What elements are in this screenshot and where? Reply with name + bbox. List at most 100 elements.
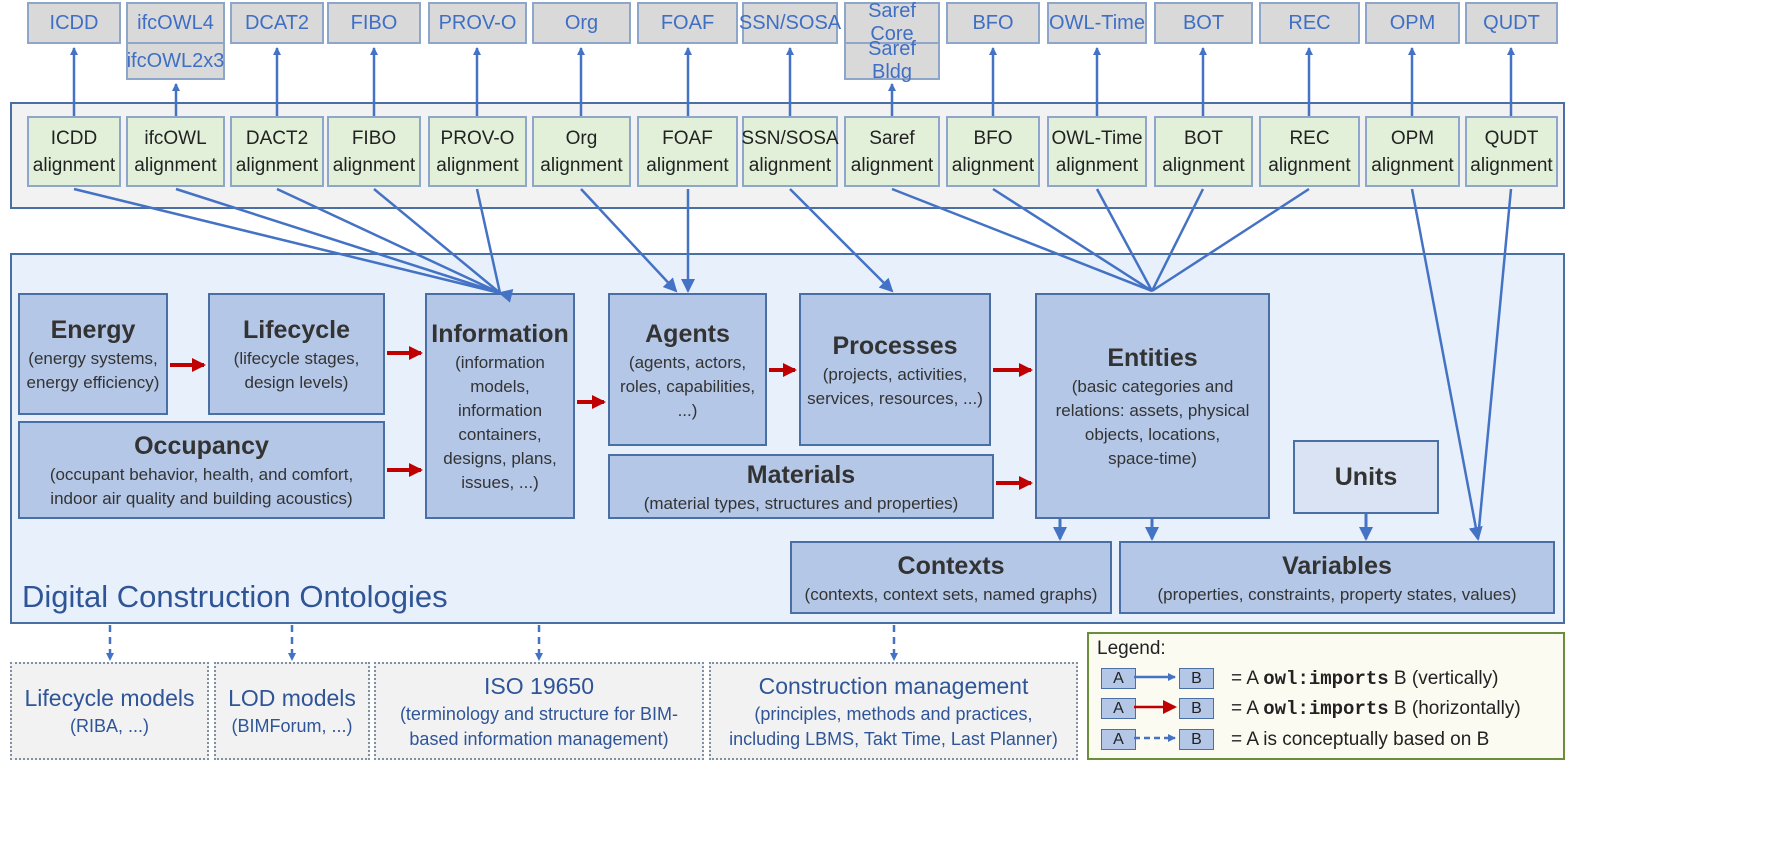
ontology-label: BOT [1182, 11, 1225, 34]
source-desc: (terminology and structure for BIM- [399, 703, 679, 724]
legend-box-a: A [1101, 668, 1136, 689]
source-construction-management: Construction management (principles, met… [709, 662, 1078, 760]
module-desc: (lifecycle stages, [233, 349, 360, 368]
alignment-name: BFO [973, 127, 1013, 149]
source-desc: (BIMForum, ...) [231, 716, 353, 736]
ontology-label: ifcOWL4 [137, 11, 214, 34]
alignment-suffix: alignment [1470, 154, 1553, 176]
legend-text: B (horizontally) [1388, 698, 1521, 719]
ontology-label: ifcOWL2x3 [126, 49, 225, 72]
alignment-name: Org [565, 127, 598, 149]
alignment-bot: BOT alignment [1154, 116, 1253, 187]
module-desc: objects, locations, [1084, 425, 1221, 444]
legend-row-vertical-import: = A owl:imports B (vertically) [1231, 668, 1498, 690]
ontology-ifcowl2x3: ifcOWL2x3 [126, 42, 225, 80]
module-variables: Variables (properties, constraints, prop… [1119, 541, 1555, 614]
module-title: Lifecycle [242, 316, 350, 344]
ontology-saref-bldg: Saref Bldg [844, 38, 940, 83]
alignment-suffix: alignment [134, 154, 217, 176]
ontology-org: Org [532, 2, 631, 44]
module-title: Occupancy [134, 432, 269, 460]
module-desc: indoor air quality and building acoustic… [50, 489, 353, 508]
alignment-suffix: alignment [850, 154, 934, 176]
legend-box-b: B [1179, 668, 1214, 689]
alignment-name: BOT [1183, 127, 1224, 149]
legend-code: owl:imports [1263, 698, 1389, 720]
dco-title: Digital Construction Ontologies [22, 579, 448, 614]
module-desc: (energy systems, [28, 349, 158, 368]
ontology-label: QUDT [1483, 11, 1540, 34]
legend-box-a: A [1101, 698, 1136, 719]
alignment-name: QUDT [1484, 127, 1539, 149]
ontology-label: Saref Core [868, 0, 916, 45]
module-desc: models, [470, 377, 530, 396]
ontology-label: DCAT2 [244, 11, 310, 34]
module-occupancy: Occupancy (occupant behavior, health, an… [18, 421, 385, 519]
module-desc: design levels) [244, 373, 349, 392]
module-contexts: Contexts (contexts, context sets, named … [790, 541, 1112, 614]
module-desc: designs, plans, [443, 449, 557, 468]
source-desc: including LBMS, Takt Time, Last Planner) [729, 728, 1058, 749]
source-title: ISO 19650 [484, 672, 594, 699]
ontology-label: ICDD [49, 11, 99, 34]
module-desc: issues, ...) [461, 473, 539, 492]
ontology-foaf: FOAF [637, 2, 738, 44]
legend-text: = A [1231, 668, 1264, 689]
ontology-dcat2: DCAT2 [230, 2, 324, 44]
source-desc: based information management) [409, 728, 669, 749]
module-desc: (material types, structures and properti… [643, 493, 959, 513]
module-desc: ...) [677, 400, 698, 420]
alignment-name: OWL-Time [1051, 127, 1143, 149]
legend-box-b: B [1179, 698, 1214, 719]
module-desc: (information [455, 353, 545, 372]
alignment-name: Saref [869, 127, 915, 149]
ontology-prov-o: PROV-O [428, 2, 527, 44]
module-title: Entities [1107, 344, 1198, 372]
ontology-label: FOAF [660, 11, 715, 34]
alignment-suffix: alignment [1162, 154, 1245, 176]
module-desc: space-time) [1108, 449, 1197, 468]
module-desc: (agents, actors, [628, 352, 747, 372]
module-materials: Materials (material types, structures an… [608, 454, 994, 519]
ontology-label: REC [1288, 11, 1331, 34]
ontology-qudt: QUDT [1465, 2, 1558, 44]
module-processes: Processes (projects, activities, service… [799, 293, 991, 446]
alignment-suffix: alignment [540, 154, 623, 176]
source-iso-19650: ISO 19650 (terminology and structure for… [374, 662, 704, 760]
legend-code: owl:imports [1263, 668, 1389, 690]
alignment-name: FIBO [351, 127, 397, 149]
alignment-name: SSN/SOSA [741, 127, 839, 149]
legend-box-b: B [1179, 729, 1214, 750]
ontology-label: SSN/SOSA [738, 11, 842, 34]
ontology-label: OWL-Time [1049, 11, 1145, 34]
source-desc: (RIBA, ...) [69, 716, 149, 736]
alignment-name: ICDD [50, 127, 98, 149]
module-title: Contexts [897, 551, 1005, 580]
module-title: Agents [645, 319, 730, 348]
module-agents: Agents (agents, actors, roles, capabilit… [608, 293, 767, 446]
ontology-label: PROV-O [438, 11, 517, 34]
alignment-name: DACT2 [245, 127, 309, 149]
ontology-label: OPM [1389, 11, 1436, 34]
alignment-qudt: QUDT alignment [1465, 116, 1558, 187]
alignment-suffix: alignment [748, 154, 832, 176]
module-desc: services, resources, ...) [807, 388, 983, 408]
alignment-suffix: alignment [332, 154, 416, 176]
ontology-label: Saref Bldg [868, 38, 916, 83]
module-title: Units [1334, 463, 1398, 491]
source-title: LOD models [228, 685, 356, 711]
alignment-org: Org alignment [532, 116, 631, 187]
ontology-owl-time: OWL-Time [1047, 2, 1147, 44]
ontology-saref-core: Saref Core [844, 0, 940, 45]
module-lifecycle: Lifecycle (lifecycle stages, design leve… [208, 293, 385, 415]
alignment-name: OPM [1390, 127, 1435, 149]
module-desc: roles, capabilities, [619, 376, 756, 396]
alignment-name: PROV-O [440, 127, 515, 149]
